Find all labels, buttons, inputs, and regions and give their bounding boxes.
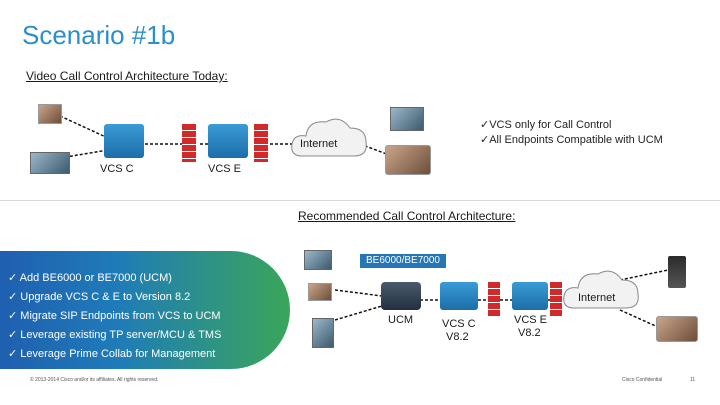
- rec-internet-cloud-icon: [563, 270, 639, 309]
- today-checks: VCS only for Call Control All Endpoints …: [480, 118, 663, 148]
- ucm-label: UCM: [388, 314, 414, 326]
- step-item-1: Add BE6000 or BE7000 (UCM): [8, 269, 221, 288]
- footer-confidential: Cisco Confidential: [622, 377, 663, 383]
- be-badge: BE6000/BE7000: [360, 254, 446, 268]
- endpoint-screen-icon: [30, 152, 70, 174]
- step-item-3: Migrate SIP Endpoints from VCS to UCM: [8, 307, 221, 326]
- footer-copyright: © 2013-2014 Cisco and/or its affiliates.…: [30, 377, 159, 383]
- rec-endpoint-stand-icon: [312, 318, 334, 348]
- rec-endpoint-screen-icon: [304, 250, 332, 270]
- rec-vcs-e-label: VCS E: [514, 314, 548, 326]
- today-internet-label: Internet: [300, 138, 338, 150]
- vcs-c-server-icon: [104, 124, 144, 158]
- section-divider: [0, 200, 720, 201]
- ucm-router-icon: [381, 282, 421, 310]
- rec-vcs-c-label: VCS C: [442, 318, 476, 330]
- rec-vcs-e-server-icon: [512, 282, 548, 310]
- rec-firewall-icon-2: [550, 282, 562, 316]
- recommended-heading: Recommended Call Control Architecture:: [298, 209, 516, 223]
- rec-firewall-icon: [488, 282, 500, 316]
- rec-vcs-e-version: V8.2: [518, 327, 541, 339]
- vcs-e-server-icon: [208, 124, 248, 158]
- rec-vcs-c-version: V8.2: [446, 331, 469, 343]
- endpoint-photo-icon: [38, 104, 62, 124]
- migration-steps-panel: Add BE6000 or BE7000 (UCM) Upgrade VCS C…: [0, 251, 290, 369]
- mobile-phone-icon: [668, 256, 686, 288]
- remote-endpoint-photo-icon: [385, 145, 431, 175]
- firewall-icon: [182, 124, 196, 162]
- rec-vcs-c-server-icon: [440, 282, 478, 310]
- rec-remote-endpoint-icon: [656, 316, 698, 342]
- rec-internet-label: Internet: [578, 292, 616, 304]
- step-item-5: Leverage Prime Collab for Management: [8, 345, 221, 364]
- step-item-2: Upgrade VCS C & E to Version 8.2: [8, 288, 221, 307]
- step-item-4: Leverage existing TP server/MCU & TMS: [8, 326, 221, 345]
- check-item-1: VCS only for Call Control: [480, 118, 663, 133]
- internet-cloud-icon: [291, 118, 367, 157]
- rec-endpoint-photo-icon: [308, 283, 332, 301]
- firewall-icon-2: [254, 124, 268, 162]
- today-vcs-c-label: VCS C: [100, 163, 134, 175]
- check-item-2: All Endpoints Compatible with UCM: [480, 133, 663, 148]
- today-heading: Video Call Control Architecture Today:: [26, 69, 228, 83]
- remote-endpoint-screen-icon: [390, 107, 424, 131]
- today-vcs-e-label: VCS E: [208, 163, 242, 175]
- footer-page-number: 11: [690, 377, 696, 383]
- slide-title: Scenario #1b: [22, 20, 176, 50]
